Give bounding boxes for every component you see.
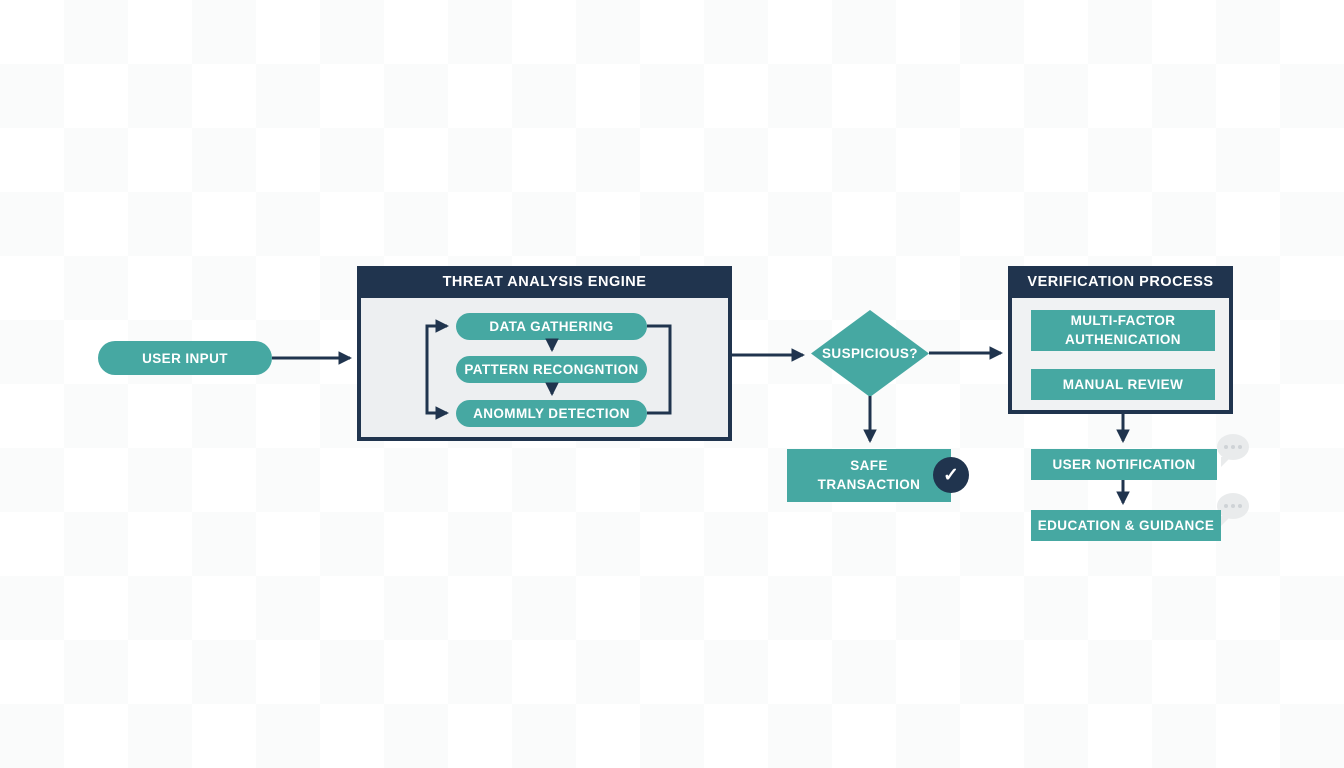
node-decision-suspicious-label: SUSPICIOUS? [822,346,918,361]
node-education-guidance: EDUCATION & GUIDANCE [1031,510,1221,541]
speech-bubble-icon [1217,434,1249,467]
node-anomaly-detection: ANOMMLY DETECTION [456,400,647,427]
node-pattern-recognition: PATTERN RECONGNTION [456,356,647,383]
speech-bubble-icon [1217,493,1249,526]
node-data-gathering: DATA GATHERING [456,313,647,340]
node-user-notification-label: USER NOTIFICATION [1052,457,1196,472]
node-education-guidance-label: EDUCATION & GUIDANCE [1037,518,1215,533]
node-safe-transaction-label: SAFE TRANSACTION [817,458,921,492]
node-multi-factor-authentication-label: MULTI-FACTOR AUTHENICATION [1065,312,1181,347]
bubble-dot [1231,504,1235,508]
node-data-gathering-label: DATA GATHERING [489,319,614,334]
threat-analysis-engine-title: THREAT ANALYSIS ENGINE [442,274,647,290]
bubble-dot [1224,504,1228,508]
verification-process-header: VERIFICATION PROCESS [1008,266,1233,298]
node-decision-suspicious: SUSPICIOUS? [811,310,929,397]
bubble-dot [1238,504,1242,508]
node-pattern-recognition-label: PATTERN RECONGNTION [464,362,639,377]
node-anomaly-detection-label: ANOMMLY DETECTION [473,406,630,421]
bubble-dot [1224,445,1228,449]
node-user-notification: USER NOTIFICATION [1031,449,1217,480]
bubble-dot [1238,445,1242,449]
node-safe-transaction: SAFE TRANSACTION [787,449,951,502]
node-manual-review: MANUAL REVIEW [1031,369,1215,400]
node-user-input: USER INPUT [98,341,272,375]
verification-process-title: VERIFICATION PROCESS [1027,274,1214,290]
check-glyph: ✓ [943,464,959,486]
bubble-dot [1231,445,1235,449]
node-multi-factor-authentication: MULTI-FACTOR AUTHENICATION [1031,310,1215,351]
check-icon: ✓ [933,457,969,493]
node-manual-review-label: MANUAL REVIEW [1062,377,1184,392]
node-user-input-label: USER INPUT [142,350,228,366]
threat-analysis-engine-header: THREAT ANALYSIS ENGINE [357,266,732,298]
